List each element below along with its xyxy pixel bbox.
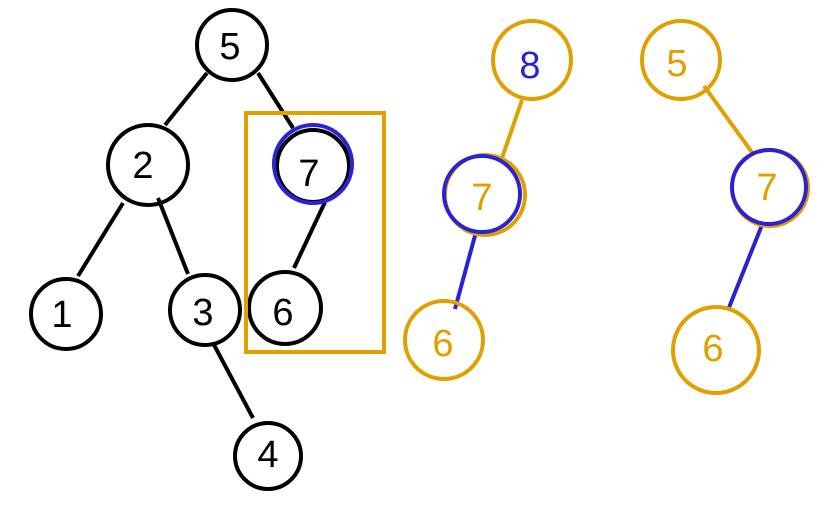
- tree-node-3: 3: [168, 273, 242, 347]
- edge-5-2: [163, 71, 209, 127]
- tree-node-5: 5: [195, 8, 269, 82]
- tree-node-5-label: 5: [219, 26, 240, 68]
- fragment-a-edge-8-7: [500, 99, 524, 159]
- fragment-a-node-6-label: 6: [432, 323, 453, 365]
- tree-node-4: 4: [233, 421, 303, 491]
- tree-node-2-label: 2: [132, 145, 153, 187]
- fragment-a-node-6: 6: [403, 299, 485, 381]
- edge-2-3: [156, 197, 190, 275]
- subtree-highlight-box: [244, 111, 386, 354]
- tree-node-4-label: 4: [257, 434, 278, 476]
- tree-node-6-label: 6: [272, 292, 293, 334]
- fragment-a-node-7: 7: [442, 153, 527, 237]
- fragment-b-node-7-label: 7: [756, 167, 777, 209]
- fragment-b-node-5: 5: [640, 19, 722, 101]
- fragment-b-node-5-label: 5: [666, 43, 687, 85]
- fragment-b-node-6: 6: [671, 305, 761, 395]
- fragment-a-node-7-label: 7: [471, 177, 492, 219]
- tree-node-1-label: 1: [51, 294, 72, 336]
- edge-3-4: [211, 342, 255, 419]
- edge-5-7: [256, 71, 295, 130]
- edge-7-6: [292, 201, 327, 269]
- fragment-b-node-7: 7: [730, 148, 810, 228]
- fragment-a-edge-7-6: [453, 231, 478, 310]
- main-tree: 5 2 7 1 3 6 4: [29, 8, 386, 491]
- tree-node-7: 7: [272, 123, 354, 205]
- fragment-b-edge-5-7: [702, 84, 756, 157]
- fragment-a: 8 7 6: [403, 19, 573, 381]
- tree-node-7-label: 7: [298, 153, 319, 195]
- fragment-a-node-8: 8: [491, 19, 573, 101]
- tree-node-1: 1: [29, 277, 103, 351]
- tree-node-6: 6: [247, 270, 323, 346]
- fragment-a-node-8-label: 8: [519, 45, 540, 87]
- edge-2-1: [76, 201, 125, 278]
- fragment-b-edge-7-6: [726, 224, 764, 311]
- tree-node-2: 2: [106, 123, 190, 207]
- tree-node-3-label: 3: [192, 292, 213, 334]
- fragment-b: 5 7 6: [640, 19, 810, 395]
- fragment-b-node-6-label: 6: [702, 328, 723, 370]
